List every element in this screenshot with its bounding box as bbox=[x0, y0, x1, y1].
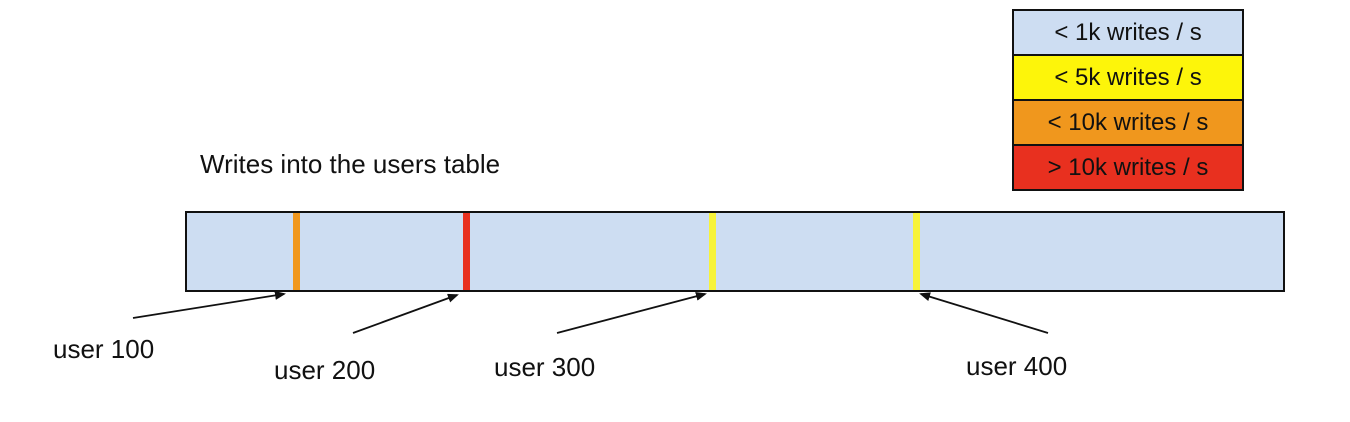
write-rate-legend: < 1k writes / s < 5k writes / s < 10k wr… bbox=[1012, 9, 1244, 191]
callout-label-user-100: user 100 bbox=[53, 334, 155, 364]
legend-item-label: > 10k writes / s bbox=[1047, 153, 1209, 181]
legend-item-label: < 1k writes / s bbox=[1054, 18, 1202, 46]
legend-item-label: < 5k writes / s bbox=[1054, 63, 1202, 91]
legend-item-lt-5k: < 5k writes / s bbox=[1014, 56, 1242, 101]
hotspot-marker-user-200 bbox=[463, 213, 471, 290]
users-table-bar bbox=[185, 211, 1285, 292]
legend-item-lt-1k: < 1k writes / s bbox=[1014, 11, 1242, 56]
arrow-user-300-icon bbox=[556, 291, 707, 334]
arrow-user-400-icon bbox=[919, 292, 1049, 334]
callout-label-user-200: user 200 bbox=[274, 355, 376, 385]
arrow-user-100-icon bbox=[132, 290, 286, 319]
hotspot-marker-user-300 bbox=[708, 213, 716, 290]
hotspot-marker-user-100 bbox=[293, 213, 301, 290]
callout-label-user-300: user 300 bbox=[494, 352, 596, 382]
callout-label-user-400: user 400 bbox=[966, 351, 1068, 381]
diagram-title: Writes into the users table bbox=[200, 149, 501, 179]
legend-item-label: < 10k writes / s bbox=[1047, 108, 1209, 136]
legend-item-lt-10k: < 10k writes / s bbox=[1014, 101, 1242, 146]
legend-item-gt-10k: > 10k writes / s bbox=[1014, 146, 1242, 189]
hotspot-marker-user-400 bbox=[912, 213, 920, 290]
arrow-user-200-icon bbox=[352, 293, 459, 334]
